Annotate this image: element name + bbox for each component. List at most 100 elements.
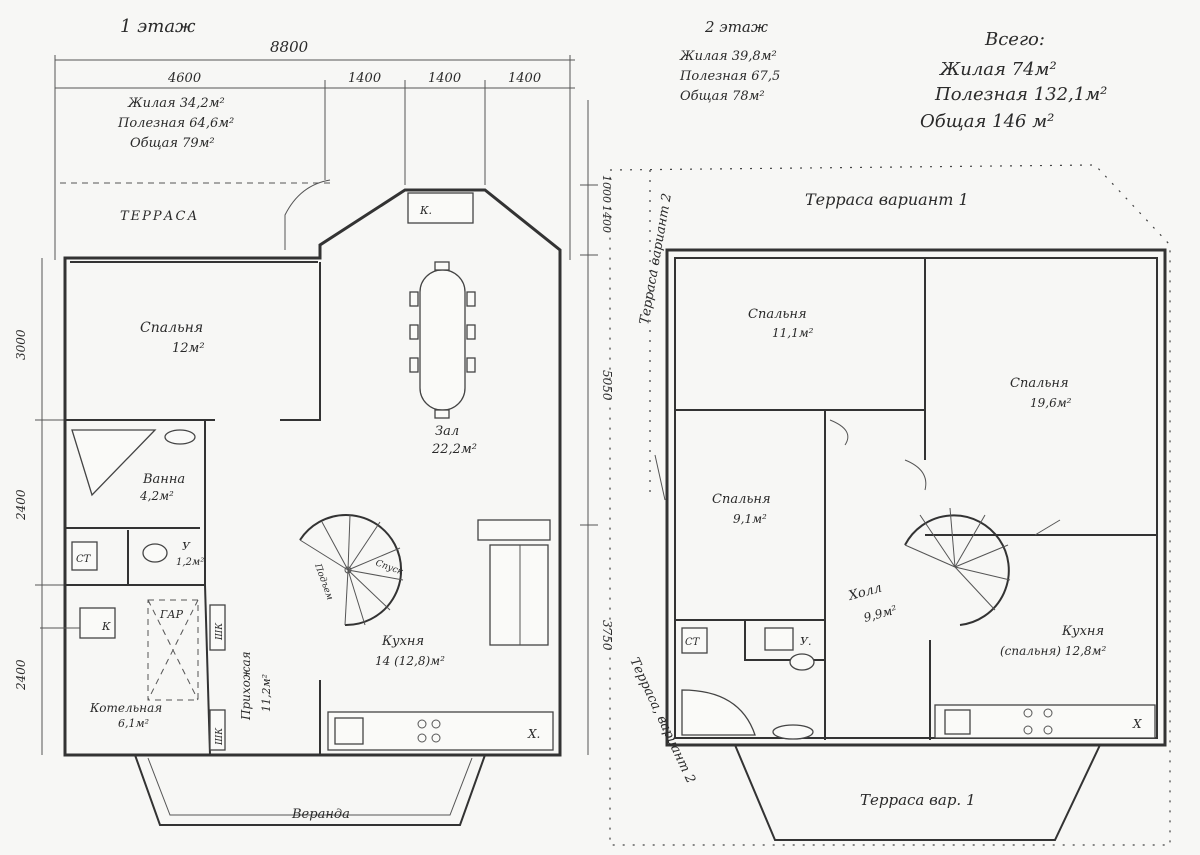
st2-label: СТ	[685, 637, 701, 648]
dim-1400-r: 1400	[600, 205, 613, 233]
hall2-name: Холл	[846, 581, 883, 604]
spiral-staircase-2	[904, 507, 1011, 626]
terrace-v2-left-label: Терраса вариант 2	[637, 192, 675, 326]
garage-zone	[147, 599, 199, 701]
hall1-area: 22,2м²	[431, 442, 477, 457]
floor2-area-total: Общая 78м²	[680, 89, 765, 104]
wc1-name: У	[182, 540, 191, 553]
bedroom-hall-wall	[280, 262, 321, 421]
wardrobe-2	[209, 709, 226, 751]
floor1-plan	[35, 55, 598, 826]
hall2-area: 9,9м²	[862, 603, 898, 625]
door-arc-1	[829, 419, 849, 446]
terrace-v1-bottom-outline	[734, 744, 1101, 841]
dim-1400-b: 1400	[428, 71, 461, 86]
floor2-plan	[609, 164, 1171, 846]
bed2-1-area: 11,1м²	[772, 326, 814, 340]
spiral-staircase-1	[299, 514, 404, 627]
dim-3000: 3000	[14, 329, 28, 360]
terrace-dotted-outline	[609, 164, 1171, 846]
door-arc-2	[904, 459, 927, 491]
bed2-1-name: Спальня	[748, 307, 807, 322]
bath1-area: 4,2м²	[139, 489, 174, 503]
floor2-outer-wall	[665, 248, 1167, 747]
dim-2400-a: 2400	[14, 489, 28, 521]
wardrobe1-label: ШК	[215, 622, 225, 641]
hob2-2	[1043, 708, 1053, 718]
dim-2400-b: 2400	[14, 659, 28, 691]
chair-l3	[409, 357, 419, 373]
dim-1400-a: 1400	[348, 71, 381, 86]
veranda-inner	[147, 757, 473, 816]
floor1-outer-wall	[63, 188, 562, 757]
bathtub	[71, 429, 157, 497]
washer-box-2	[681, 627, 708, 654]
stair-up-label: Подъем	[312, 562, 335, 602]
chair-r2	[466, 324, 476, 340]
floor1-title: 1 этаж	[120, 16, 196, 37]
terrace-v1-bottom-label: Терраса вар. 1	[860, 791, 976, 809]
chair-l1	[409, 291, 419, 307]
kitchen1-name: Кухня	[381, 634, 424, 649]
gas-boiler	[79, 607, 116, 639]
chair-top	[434, 261, 450, 271]
fireplace	[407, 192, 474, 224]
chair-r3	[466, 357, 476, 373]
dim-3750: 3750	[600, 620, 614, 651]
kitchen1-x-label: Х.	[527, 727, 540, 741]
dim-1400-c: 1400	[508, 71, 541, 86]
floor2-title: 2 этаж	[704, 18, 768, 36]
bed2-2-area: 19,6м²	[1030, 396, 1072, 410]
bedroom1-area: 12м²	[172, 341, 205, 356]
chair-r1	[466, 291, 476, 307]
floor1-area-useful: Полезная 64,6м²	[117, 116, 234, 131]
kitchen2-area: (спальня) 12,8м²	[1000, 644, 1106, 658]
veranda-label: Веранда	[291, 807, 350, 822]
floor2-labels: 2 этаж Жилая 39,8м² Полезная 67,5 Общая …	[626, 18, 1142, 809]
toilet	[142, 543, 168, 563]
door-terrace-left	[654, 454, 666, 501]
hob-2	[431, 719, 441, 729]
totals-living: Жилая 74м²	[938, 59, 1057, 80]
totals-total: Общая 146 м²	[920, 111, 1054, 132]
chair-bottom	[434, 409, 450, 419]
sink-2	[764, 627, 794, 651]
kitchen1-area: 14 (12,8)м²	[375, 654, 445, 668]
washer-box	[71, 541, 98, 571]
bedroom1-name: Спальня	[140, 320, 203, 336]
kitchen2-x-label: Х	[1132, 717, 1142, 731]
fireplace-label: К.	[419, 204, 432, 217]
corridor1-area: 11,2м²	[260, 674, 273, 712]
terrace-bay	[284, 179, 331, 250]
totals-block: Всего: Жилая 74м² Полезная 132,1м² Общая…	[920, 29, 1107, 132]
bed2-3-name: Спальня	[712, 492, 771, 507]
hob-4	[431, 733, 441, 743]
gar-label: ГАР	[159, 608, 184, 621]
floor1-labels: 1 этаж 8800 4600 1400 1400 1400 Жилая 34…	[14, 16, 614, 822]
bath1-name: Ванна	[142, 472, 185, 487]
dining-table	[419, 269, 466, 411]
kitchen-sink	[334, 717, 364, 745]
chair-l2	[409, 324, 419, 340]
wc1-area: 1,2м²	[176, 557, 204, 568]
hob2-3	[1023, 725, 1033, 735]
dim-total-width: 8800	[270, 38, 309, 56]
terrace-v1-top-label: Терраса вариант 1	[805, 190, 969, 209]
kitchen-sink-2	[944, 709, 971, 735]
hob-1	[417, 719, 427, 729]
dim-1000: 1000	[600, 175, 613, 203]
garage-diag-2	[147, 599, 199, 701]
hob-3	[417, 733, 427, 743]
st1-label: СТ	[76, 554, 92, 565]
hall1-name: Зал	[435, 424, 459, 439]
bed2-2-name: Спальня	[1010, 376, 1069, 391]
toilet-2	[789, 653, 815, 671]
bath-sink-2	[772, 724, 814, 740]
wc2-u-label: У.	[800, 635, 811, 648]
bed2-3-area: 9,1м²	[733, 512, 767, 526]
veranda-outline	[134, 754, 486, 826]
dim-4600: 4600	[167, 71, 201, 86]
sofa	[489, 544, 549, 646]
